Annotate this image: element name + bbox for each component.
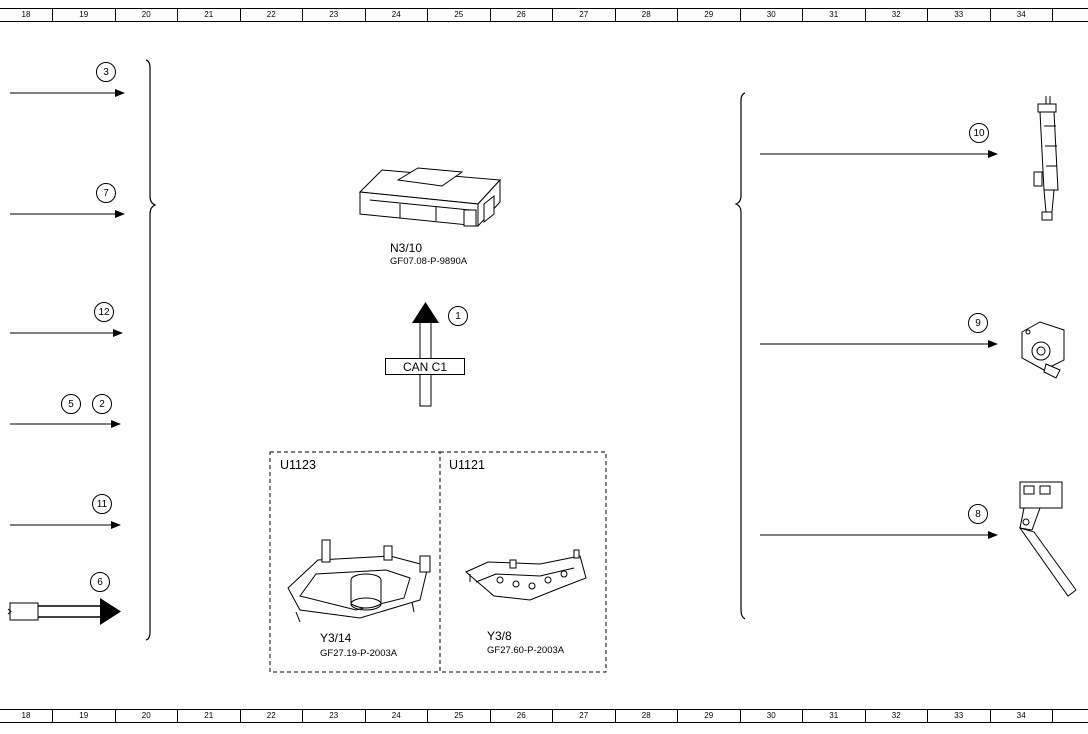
component-code-y3-14: Y3/14 <box>320 631 352 645</box>
ruler-column-20: 20 <box>114 709 178 723</box>
group-box-u1121 <box>439 451 607 673</box>
ruler-column-34: 34 <box>989 8 1053 22</box>
ref-circle-input-5: 5 <box>61 394 81 414</box>
output-component-9-illustration <box>1021 321 1065 379</box>
ruler-column-22: 22 <box>239 8 303 22</box>
left-brace <box>145 59 157 641</box>
ref-circle-input-2: 2 <box>92 394 112 414</box>
control-unit-n3-10-illustration <box>358 167 502 228</box>
ruler-column-26: 26 <box>489 8 553 22</box>
ruler-column-19: 19 <box>52 8 115 22</box>
ruler-column-28: 28 <box>614 709 678 723</box>
ruler-column-21: 21 <box>177 8 240 22</box>
ruler-column-27: 27 <box>552 709 615 723</box>
ruler-column-24: 24 <box>364 709 428 723</box>
ruler-column-25: 25 <box>427 8 490 22</box>
ruler-column-29: 29 <box>677 709 740 723</box>
ruler-column-29: 29 <box>677 8 740 22</box>
ruler-line-top <box>0 8 1088 9</box>
ruler-column-30: 30 <box>739 8 803 22</box>
ruler-column-33: 33 <box>927 8 990 22</box>
ruler-column-32: 32 <box>864 709 928 723</box>
ruler-column-32: 32 <box>864 8 928 22</box>
ref-circle-output-9: 9 <box>968 313 988 333</box>
ruler-column-24: 24 <box>364 8 428 22</box>
can-bus-label: CAN C1 <box>385 358 465 375</box>
ruler-column-20: 20 <box>114 8 178 22</box>
ref-circle-input-3: 3 <box>96 62 116 82</box>
component-doc-ref-y3-8: GF27.60-P-2003A <box>487 645 565 656</box>
ruler-column-26: 26 <box>489 709 553 723</box>
ruler-column-21: 21 <box>177 709 240 723</box>
ruler-line-top <box>0 709 1088 710</box>
input-arrow-6 <box>7 598 121 625</box>
ruler-column-18: 18 <box>21 711 31 720</box>
ref-circle-input-12: 12 <box>94 302 114 322</box>
ruler-column-31: 31 <box>802 709 865 723</box>
ruler-column-23: 23 <box>302 8 365 22</box>
ruler-column-28: 28 <box>614 8 678 22</box>
group-label-u1121: U1121 <box>449 458 485 472</box>
component-doc-ref-y3-14: GF27.19-P-2003A <box>320 648 398 659</box>
group-label-u1123: U1123 <box>280 458 316 472</box>
ref-circle-output-10: 10 <box>969 123 989 143</box>
component-y3-14-illustration <box>287 539 431 623</box>
component-code-y3-8: Y3/8 <box>487 629 512 643</box>
ruler-column-30: 30 <box>739 709 803 723</box>
ref-circle-input-11: 11 <box>92 494 112 514</box>
ruler-column-34: 34 <box>989 709 1053 723</box>
ruler-line-bottom <box>0 722 1088 723</box>
ref-circle-can-bus: 1 <box>448 306 468 326</box>
ruler-column-27: 27 <box>552 8 615 22</box>
ref-circle-output-8: 8 <box>968 504 988 524</box>
ruler-end-tick <box>1052 709 1053 723</box>
ruler-column-23: 23 <box>302 709 365 723</box>
control-unit-doc-ref: GF07.08-P-9890A <box>390 256 468 267</box>
ruler-end-tick <box>1052 8 1053 22</box>
ref-circle-input-6: 6 <box>90 572 110 592</box>
ruler-column-22: 22 <box>239 709 303 723</box>
component-y3-8-illustration <box>465 549 587 601</box>
ruler-column-18: 18 <box>21 10 31 19</box>
ruler-column-31: 31 <box>802 8 865 22</box>
ruler-column-19: 19 <box>52 709 115 723</box>
output-component-8-illustration <box>1018 481 1077 597</box>
output-component-10-illustration <box>1033 96 1059 221</box>
control-unit-code: N3/10 <box>390 241 423 255</box>
can-bus-arrow <box>412 302 439 407</box>
right-brace <box>734 92 746 620</box>
ruler-column-25: 25 <box>427 709 490 723</box>
ruler-column-33: 33 <box>927 709 990 723</box>
ref-circle-input-7: 7 <box>96 183 116 203</box>
ruler-line-bottom <box>0 21 1088 22</box>
